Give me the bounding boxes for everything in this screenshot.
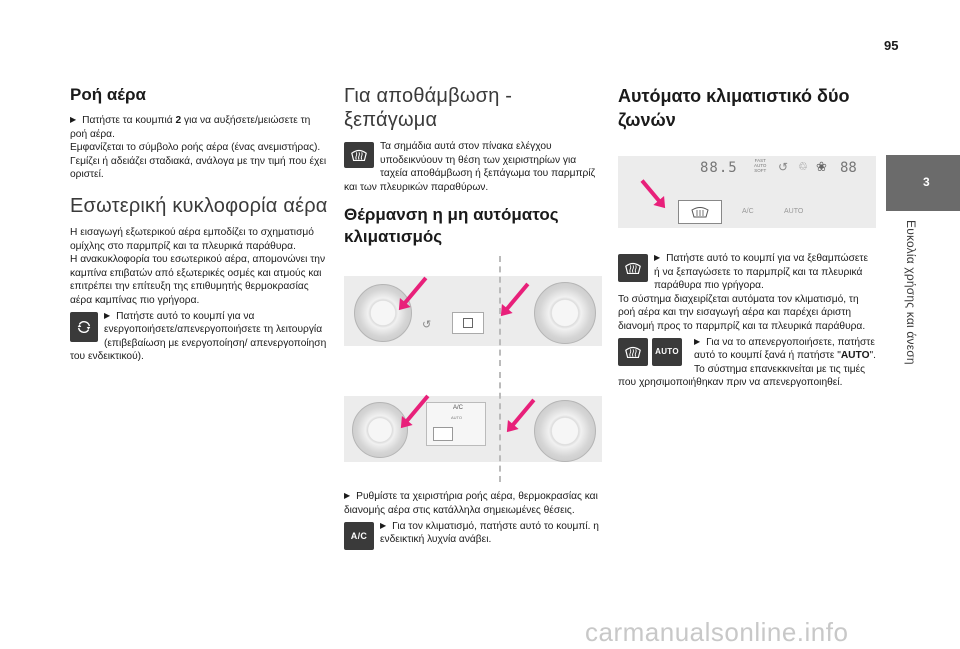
column-3: Αυτόματο κλιματιστικό δύο ζωνών 88.5 FAS…	[618, 84, 876, 390]
ac-button-panel[interactable]: A/C AUTO	[426, 402, 486, 447]
recirculation-icon: ↺	[778, 160, 789, 174]
bullet-icon	[70, 115, 82, 126]
display-temp-right: 88	[840, 160, 857, 176]
display-temp-left: 88.5	[700, 160, 738, 176]
windscreen-defrost-icon	[344, 142, 374, 168]
heading-airflow: Ροή αέρα	[70, 85, 146, 104]
page-number: 95	[884, 38, 899, 53]
ac-button[interactable]: A/C	[742, 208, 754, 215]
distribution-button[interactable]	[452, 312, 484, 335]
recirc-paragraph-2: Η ανακυκλοφορία του εσωτερικού αέρα, απο…	[70, 254, 326, 306]
flow-knob-right[interactable]	[534, 400, 596, 463]
auto-button[interactable]: AUTO	[784, 208, 804, 215]
ac-icon: A/C	[344, 521, 374, 550]
recirculation-icon[interactable]: ↺	[422, 319, 432, 332]
auto-panel-image: 88.5 FAST AUTO SOFT ↺ ♲ ❀ 88 A/C AUTO	[618, 146, 876, 236]
fan-icon: ❀	[816, 159, 827, 174]
recirculation-icon	[70, 311, 98, 342]
auto-instruction-1: Πατήστε αυτό το κουμπί για να ξεθαμπώσετ…	[618, 252, 876, 293]
defrost-text: Τα σημάδια αυτά στον πίνακα ελέγχου υποδ…	[344, 141, 596, 193]
watermark: carmanualsonline.info	[585, 617, 849, 647]
recirc-paragraph-1: Η εισαγωγή εξωτερικού αέρα εμποδίζει το …	[70, 226, 314, 252]
defrost-button[interactable]	[678, 200, 722, 224]
heading-recirculation: Εσωτερική κυκλοφορία αέρα	[70, 194, 328, 217]
chapter-label: Ευκολία χρήσης και άνεση	[904, 220, 918, 365]
bullet-icon	[104, 311, 116, 322]
heating-instruction: Ρυθμίστε τα χειριστήρια ροής αέρα, θερμο…	[344, 490, 602, 517]
auto-paragraph-4: Το σύστημα επανεκκινείται με τις τιμές π…	[618, 363, 866, 389]
display-mode: FAST AUTO SOFT	[754, 158, 767, 173]
chapter-tab: 3	[886, 155, 960, 211]
seat-icon: ♲	[798, 161, 808, 173]
column-1: Ροή αέρα Πατήστε τα κουμπιά 2 για να αυξ…	[70, 84, 328, 364]
bullet-icon	[694, 337, 706, 348]
recirc-instruction: Πατήστε αυτό το κουμπί για να ενεργοποιή…	[70, 310, 328, 364]
manual-panel-image-1: ↺	[344, 256, 602, 367]
temperature-knob-right[interactable]	[534, 282, 596, 345]
bullet-icon	[654, 253, 666, 264]
auto-instruction-3: AUTO Για να το απενεργοποιήσετε, πατήστε…	[618, 336, 876, 366]
column-2: Για αποθάμβωση - ξεπάγωμα Τα σημάδια αυτ…	[344, 84, 602, 550]
windscreen-defrost-icon	[618, 254, 648, 282]
heading-auto-climate: Αυτόματο κλιματιστικό δύο ζωνών	[618, 86, 850, 130]
heading-heating: Θέρμανση η μη αυτόματος κλιματισμός	[344, 205, 559, 247]
auto-icon: AUTO	[652, 337, 682, 366]
ac-instruction: A/C Για τον κλιματισμό, πατήστε αυτό το …	[344, 520, 602, 550]
heading-defrost: Για αποθάμβωση - ξεπάγωμα	[344, 85, 513, 131]
windscreen-defrost-icon	[618, 337, 648, 366]
auto-paragraph-2: Το σύστημα διαχειρίζεται αυτόματα τον κλ…	[618, 293, 866, 332]
manual-panel-image-2: A/C AUTO	[344, 372, 602, 483]
bullet-icon	[344, 491, 356, 502]
airflow-description: Εμφανίζεται το σύμβολο ροής αέρα (ένας α…	[70, 142, 327, 181]
airflow-instruction: Πατήστε τα κουμπιά 2 για να αυξήσετε/μει…	[70, 114, 328, 141]
flow-knob-left[interactable]	[352, 402, 408, 459]
bullet-icon	[380, 521, 392, 532]
